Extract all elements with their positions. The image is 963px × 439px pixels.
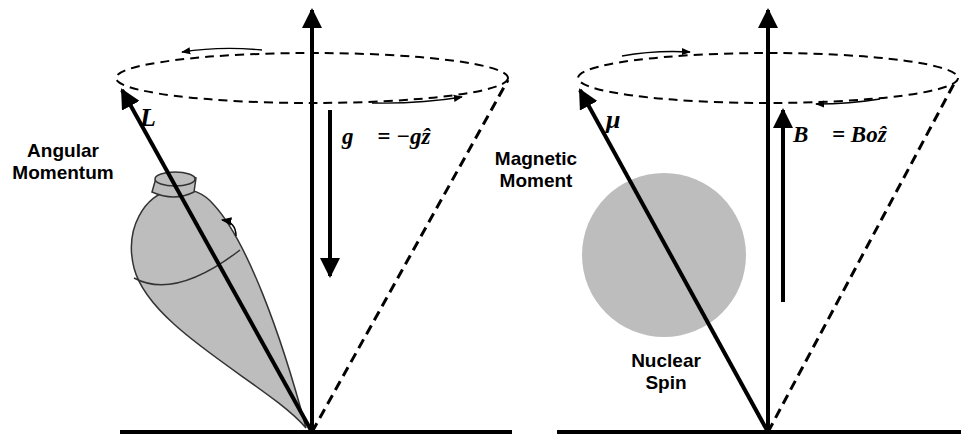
ground-line — [120, 430, 512, 434]
vector-symbol: L⃗ — [140, 104, 176, 133]
precession-arrow — [372, 97, 462, 103]
spinning-top — [131, 189, 306, 428]
vertical-axis — [766, 10, 770, 432]
vector-name: Angular Momentum — [8, 140, 118, 184]
magnetic-moment-vector — [580, 90, 768, 432]
gravity-label: g⃗ = −gẑ — [342, 124, 430, 149]
field-label: B⃗ = Boẑ — [793, 122, 887, 147]
cone-edge — [768, 80, 956, 432]
spin-arrow — [222, 220, 236, 236]
spin-line — [134, 250, 240, 285]
vector-name: Magnetic Moment — [486, 148, 586, 192]
nucleus-circle — [582, 173, 746, 337]
ground-line — [557, 430, 961, 434]
vertical-axis — [310, 10, 314, 432]
gravity-vector — [328, 110, 332, 276]
precession-arrow — [182, 48, 262, 52]
precession-arrow — [816, 99, 880, 104]
magnetic-field-vector — [781, 110, 785, 302]
vector-symbol: μ⃗ — [606, 106, 641, 135]
precession-arrow — [622, 52, 690, 57]
cone-edge — [312, 80, 508, 432]
part-name: Nuclear Spin — [626, 350, 706, 394]
angular-momentum-vector — [122, 90, 312, 432]
